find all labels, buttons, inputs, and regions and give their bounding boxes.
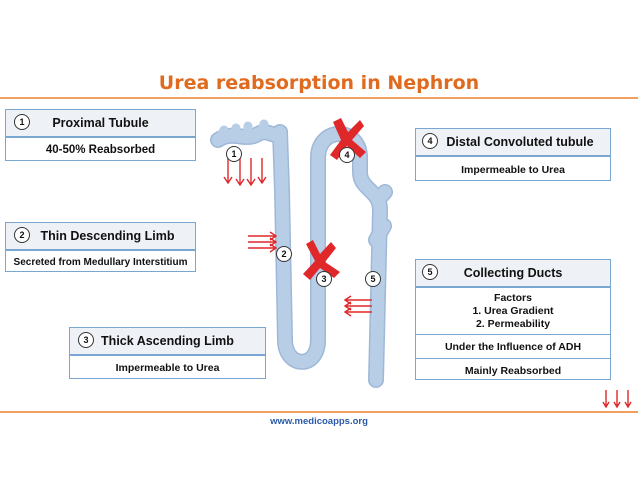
box-header: 2 Thin Descending Limb [6,223,195,250]
box-header: 5 Collecting Ducts [416,260,610,287]
box-text: Secreted from Medullary Interstitium [6,250,195,273]
thick-ascending-limb-box: 3 Thick Ascending Limb Impermeable to Ur… [69,327,266,379]
box-text: 40-50% Reabsorbed [6,137,195,162]
box-number: 2 [14,227,30,243]
thin-descending-limb-box: 2 Thin Descending Limb Secreted from Med… [5,222,196,272]
marker-5: 5 [365,271,381,287]
distal-convoluted-tubule-box: 4 Distal Convoluted tubule Impermeable t… [415,128,611,181]
box-header: 4 Distal Convoluted tubule [416,129,610,156]
box-title: Thick Ascending Limb [101,334,234,348]
bottom-divider [0,411,638,413]
box-text: Mainly Reabsorbed [416,358,610,382]
top-divider [0,97,638,99]
factors-title: Factors [494,291,532,304]
marker-4: 4 [339,147,355,163]
box-number: 1 [14,114,30,130]
marker-1: 1 [226,146,242,162]
proximal-tubule-box: 1 Proximal Tubule 40-50% Reabsorbed [5,109,196,161]
box-header: 1 Proximal Tubule [6,110,195,137]
factor-item: 2. Permeability [475,317,551,330]
footer-website: www.medicoapps.org [270,416,368,427]
box-header: 3 Thick Ascending Limb [70,328,265,355]
box-number: 4 [422,133,438,149]
box-title: Proximal Tubule [52,116,149,130]
box-number: 3 [78,332,94,348]
factors-block: Factors 1. Urea Gradient 2. Permeability [416,287,610,334]
page-title: Urea reabsorption in Nephron [158,72,480,94]
collecting-ducts-box: 5 Collecting Ducts Factors 1. Urea Gradi… [415,259,611,380]
box-title: Collecting Ducts [463,266,563,280]
factor-item: 1. Urea Gradient [472,304,554,317]
box-title: Thin Descending Limb [40,229,175,243]
box-title: Distal Convoluted tubule [446,135,594,149]
box-text: Impermeable to Urea [416,156,610,182]
marker-2: 2 [276,246,292,262]
box-text: Under the Influence of ADH [416,334,610,358]
box-text: Impermeable to Urea [70,355,265,380]
marker-3: 3 [316,271,332,287]
box-number: 5 [422,264,438,280]
